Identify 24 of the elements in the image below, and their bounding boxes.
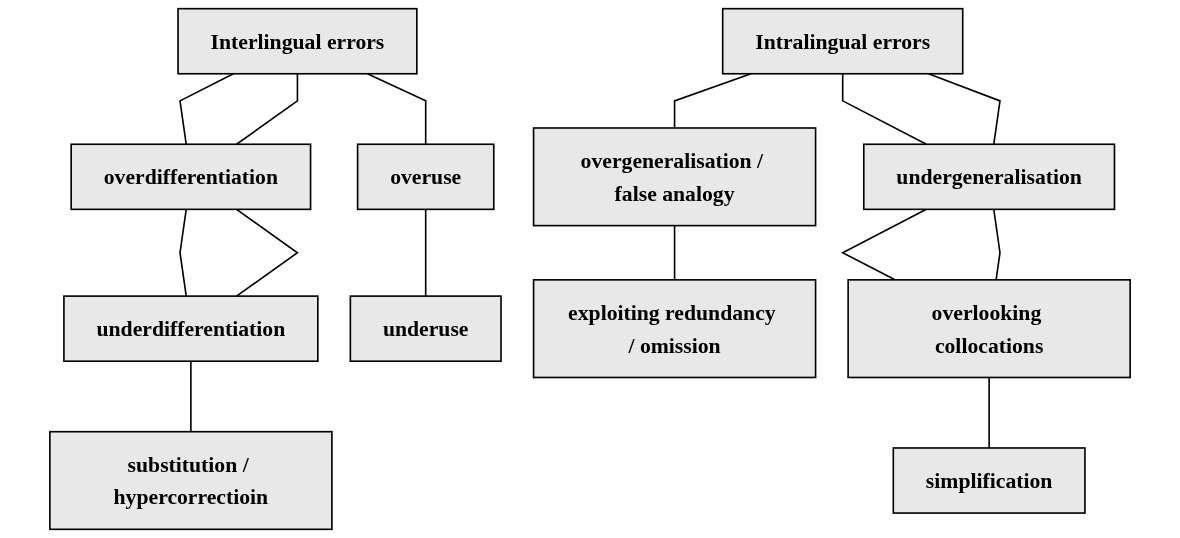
node-box: overuse <box>356 143 495 211</box>
connector <box>366 72 427 146</box>
connector <box>235 72 299 146</box>
node-box: underdifferentiation <box>63 295 319 362</box>
node-box: underuse <box>349 295 502 362</box>
connector <box>235 208 299 297</box>
connector <box>840 208 928 281</box>
node-box: exploiting redundancy / omission <box>532 279 817 379</box>
connector <box>673 224 676 281</box>
node-box: Intralingual errors <box>721 7 964 75</box>
connector <box>190 360 192 433</box>
node-box: substitution / hypercorrectioin <box>49 430 333 531</box>
connector <box>179 208 188 297</box>
node-box: undergeneralisation <box>862 143 1116 211</box>
node-box: simplification <box>892 447 1086 514</box>
connector <box>179 72 235 146</box>
connector <box>841 72 928 146</box>
connector <box>424 208 427 297</box>
node-box: overdifferentiation <box>70 143 312 211</box>
node-box: overlooking collocations <box>847 279 1131 379</box>
node-box: overgeneralisation / false analogy <box>532 127 817 227</box>
node-box: Interlingual errors <box>177 7 418 75</box>
connector <box>992 208 1001 281</box>
connector <box>988 376 990 449</box>
